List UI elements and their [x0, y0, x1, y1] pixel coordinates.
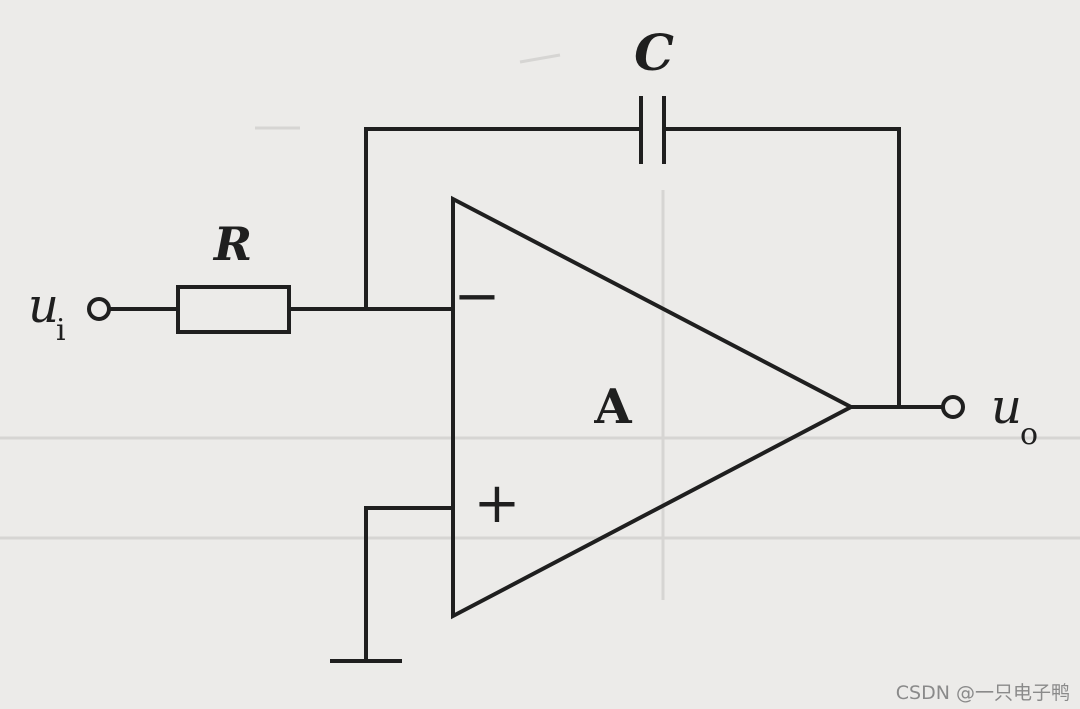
output-voltage-label: u	[991, 379, 1022, 435]
inverting-input-sign: −	[454, 264, 501, 329]
output-voltage-subscript: o	[1020, 417, 1038, 452]
wire-feedback-left	[364, 127, 643, 311]
capacitor-label: C	[634, 23, 674, 82]
input-terminal	[87, 297, 111, 321]
watermark: CSDN @一只电子鸭	[896, 682, 1070, 704]
opamp-label: A	[593, 379, 632, 435]
resistor-body	[176, 285, 291, 334]
output-terminal	[941, 395, 965, 419]
resistor-label: R	[212, 217, 252, 271]
scan-artifacts	[0, 53, 1080, 600]
input-voltage-label: u	[28, 278, 59, 334]
opamp-triangle	[451, 195, 856, 620]
non-inverting-input-sign: +	[474, 471, 521, 536]
wire-feedback-right	[662, 127, 901, 409]
circuit-wiring	[108, 96, 944, 663]
wire-plus-to-ground	[364, 506, 455, 662]
input-voltage-subscript: i	[56, 313, 66, 348]
